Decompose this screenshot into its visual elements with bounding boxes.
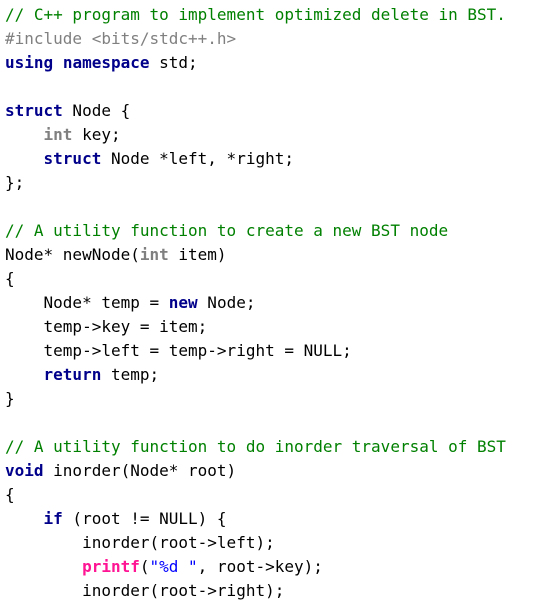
code-token-plain [53,53,63,72]
code-token-plain [5,557,82,576]
code-token-keyword: struct [5,101,63,120]
code-line: int key; [5,123,121,147]
code-token-builtin: printf [82,557,140,576]
code-token-plain: Node *left, *right; [101,149,294,168]
code-token-plain [5,125,44,144]
code-token-string: "%d " [149,557,198,576]
code-line: Node* newNode(int item) [5,243,227,267]
code-line: Node* temp = new Node; [5,291,256,315]
code-line: return temp; [5,363,160,387]
code-token-plain: inorder(Node* root) [43,461,237,480]
code-token-plain: }; [5,173,25,192]
code-line: #include <bits/stdc++.h> [5,27,236,51]
code-line: } [5,387,15,411]
code-token-plain: , root->key); [197,557,323,576]
code-token-keyword: new [168,293,198,312]
code-token-keyword: struct [43,149,102,168]
code-token-keyword: using [5,53,54,72]
code-line: }; [5,171,24,195]
code-token-type: int [43,125,73,144]
code-line: struct Node *left, *right; [5,147,294,171]
code-token-plain [5,509,44,528]
code-line: { [5,483,15,507]
code-token-directive: #include <bits/stdc++.h> [5,29,237,48]
code-token-plain [5,365,44,384]
code-line: struct Node { [5,99,130,123]
code-line: temp->key = item; [5,315,208,339]
code-token-plain: temp->left = temp->right = NULL; [5,341,352,360]
code-token-keyword: return [43,365,102,384]
code-token-plain: { [5,269,15,288]
code-token-plain: inorder(root->left); [5,533,275,552]
code-token-plain: (root != NULL) { [62,509,227,528]
code-line: using namespace std; [5,51,198,75]
code-token-plain: Node* temp = [5,293,169,312]
code-token-plain: temp->key = item; [5,317,208,336]
code-line: // A utility function to create a new BS… [5,219,448,243]
code-token-plain: Node; [197,293,256,312]
code-line: inorder(root->left); [5,531,275,555]
code-token-type: int [139,245,169,264]
code-token-plain: ( [139,557,150,576]
code-line: printf("%d ", root->key); [5,555,323,579]
code-token-keyword: if [43,509,63,528]
code-token-plain: Node* newNode( [5,245,140,264]
code-token-plain: { [5,485,15,504]
code-line: temp->left = temp->right = NULL; [5,339,352,363]
code-token-plain [5,149,44,168]
code-token-keyword: namespace [62,53,150,72]
code-token-plain: } [5,389,15,408]
code-line: inorder(root->right); [5,579,284,603]
code-line: // C++ program to implement optimized de… [5,3,506,27]
code-token-plain: temp; [101,365,160,384]
code-line: void inorder(Node* root) [5,459,236,483]
code-line: if (root != NULL) { [5,507,227,531]
code-token-plain: std; [149,53,198,72]
code-token-comment: // A utility function to create a new BS… [5,221,449,240]
code-token-plain: inorder(root->right); [5,581,285,600]
code-token-plain: item) [168,245,227,264]
code-line: { [5,267,15,291]
code-token-plain: key; [72,125,121,144]
code-line: // A utility function to do inorder trav… [5,435,506,459]
code-token-comment: // C++ program to implement optimized de… [5,5,506,24]
code-token-keyword: void [5,461,44,480]
code-token-plain: Node { [62,101,131,120]
code-token-comment: // A utility function to do inorder trav… [5,437,506,456]
